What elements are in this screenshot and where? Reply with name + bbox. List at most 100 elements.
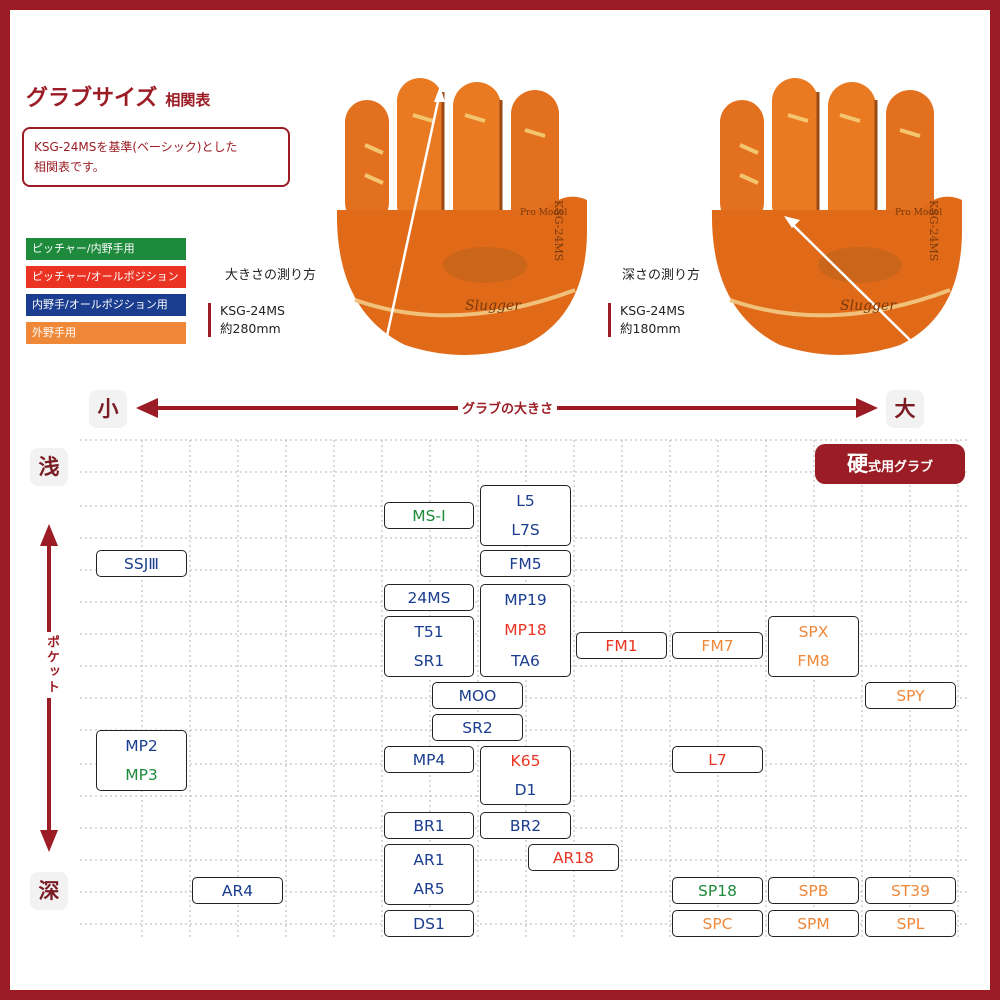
page-title: グラブサイズ相関表 — [26, 80, 210, 112]
model-name: MP4 — [412, 750, 446, 769]
legend-pitcher-infield: ピッチャー/内野手用 — [26, 238, 186, 260]
model-name: SPM — [797, 914, 830, 933]
size-axis-arrow-right — [856, 398, 878, 418]
frame-left — [0, 0, 10, 1000]
depth-measure-arrowhead — [784, 216, 800, 228]
model-box-fm7: FM7 — [672, 632, 763, 659]
model-name: TA6 — [511, 651, 540, 670]
depth-measure-bar — [608, 303, 611, 337]
glove-right-shape — [711, 78, 962, 355]
model-box-ar18: AR18 — [528, 844, 619, 871]
hardball-glove-badge: 硬式用グラブ — [815, 444, 965, 484]
glove-depth-measure-image: KSG-24MS Pro Model Slugger — [711, 78, 962, 355]
model-name: MP3 — [125, 766, 158, 785]
model-name: SPX — [798, 622, 829, 641]
model-name: FM8 — [797, 652, 830, 671]
model-name: SPY — [896, 686, 925, 705]
model-box-l7: L7 — [672, 746, 763, 773]
model-box-fm5: FM5 — [480, 550, 571, 577]
size-measure-model: KSG-24MS — [220, 303, 285, 318]
size-measure-mm: 約280mm — [220, 321, 281, 336]
model-box-24ms: 24MS — [384, 584, 474, 611]
size-measure-arrowhead — [434, 86, 445, 102]
legend-outfield: 外野手用 — [26, 322, 186, 344]
legend-infield-allposition: 内野手/オールポジション用 — [26, 294, 186, 316]
model-name: BR2 — [509, 816, 542, 835]
legend-pitcher-allposition: ピッチャー/オールポジション用 — [26, 266, 186, 305]
axis-large-label: 大 — [886, 390, 924, 428]
model-name: SPB — [798, 881, 829, 900]
model-box-spc: SPC — [672, 910, 763, 937]
page-title-sub: 相関表 — [165, 91, 211, 109]
model-name: MS-Ⅰ — [412, 506, 446, 525]
model-name: MOO — [458, 686, 497, 705]
model-name: L7 — [708, 750, 727, 769]
glove-left-brand-stamp: Pro Model — [520, 208, 567, 218]
depth-measure-title: 深さの測り方 — [622, 268, 701, 283]
glove-left-logo-stamp: Slugger — [465, 298, 522, 314]
model-name: K65 — [510, 752, 541, 771]
model-name: L5 — [516, 491, 535, 510]
model-box-moo: MOO — [432, 682, 523, 709]
pocket-axis-arrow-bottom — [40, 830, 58, 852]
model-name: SSJⅢ — [124, 554, 159, 573]
glove-left-model-stamp: KSG-24MS — [552, 200, 565, 261]
glove-left-shape — [336, 78, 587, 355]
model-box-ms-i: MS-Ⅰ — [384, 502, 474, 529]
model-box-spl: SPL — [865, 910, 956, 937]
model-box-ssj3: SSJⅢ — [96, 550, 187, 577]
frame-right — [990, 0, 1000, 1000]
model-name: T51 — [414, 622, 444, 641]
model-name: ST39 — [890, 881, 931, 900]
depth-measure-line — [787, 219, 911, 341]
axis-deep-label: 深 — [30, 872, 68, 910]
model-name: DS1 — [413, 914, 445, 933]
size-measure-title: 大きさの測り方 — [225, 268, 317, 283]
model-name: AR1 — [413, 850, 445, 869]
model-box-spm: SPM — [768, 910, 859, 937]
frame-top — [0, 0, 1000, 10]
model-name: MP2 — [125, 736, 158, 755]
model-box-ar4: AR4 — [192, 877, 283, 904]
model-box-sr2: SR2 — [432, 714, 523, 741]
model-name: SR2 — [462, 718, 493, 737]
frame-bottom — [0, 990, 1000, 1000]
size-axis-arrow-left — [136, 398, 158, 418]
intro-line-1: KSG-24MSを基準(ベーシック)とした — [34, 140, 238, 154]
glove-right-logo-stamp: Slugger — [840, 298, 897, 314]
hardball-badge-big: 硬 — [846, 452, 868, 476]
page-title-main: グラブサイズ — [26, 86, 158, 111]
size-measure-value: KSG-24MS 約280mm — [220, 302, 285, 338]
axis-shallow-label: 浅 — [30, 448, 68, 486]
axis-small-label: 小 — [89, 390, 127, 428]
glove-right-brand-stamp: Pro Model — [895, 208, 942, 218]
model-name: SPC — [702, 914, 733, 933]
depth-measure-value: KSG-24MS 約180mm — [620, 302, 685, 338]
model-name: MP18 — [504, 621, 547, 640]
glove-right-model-stamp: KSG-24MS — [927, 200, 940, 261]
model-box-br1: BR1 — [384, 812, 474, 839]
axis-size-title: グラブの大きさ — [458, 398, 558, 417]
model-box-sp18: SP18 — [672, 877, 763, 904]
model-box-ds1: DS1 — [384, 910, 474, 937]
model-name: SR1 — [413, 652, 445, 671]
model-box-spy: SPY — [865, 682, 956, 709]
model-name: BR1 — [413, 816, 445, 835]
intro-box: KSG-24MSを基準(ベーシック)とした 相関表です。 — [22, 127, 290, 187]
model-name: FM7 — [701, 636, 734, 655]
model-name: AR5 — [413, 880, 445, 899]
model-name: FM5 — [509, 554, 542, 573]
pocket-axis-arrow-top — [40, 524, 58, 546]
model-name: L7S — [511, 521, 540, 540]
size-measure-bar — [208, 303, 211, 337]
model-box-spx-fm8: SPX FM8 — [768, 616, 859, 677]
model-box-br2: BR2 — [480, 812, 571, 839]
size-measure-line — [383, 91, 442, 346]
model-box-st39: ST39 — [865, 877, 956, 904]
